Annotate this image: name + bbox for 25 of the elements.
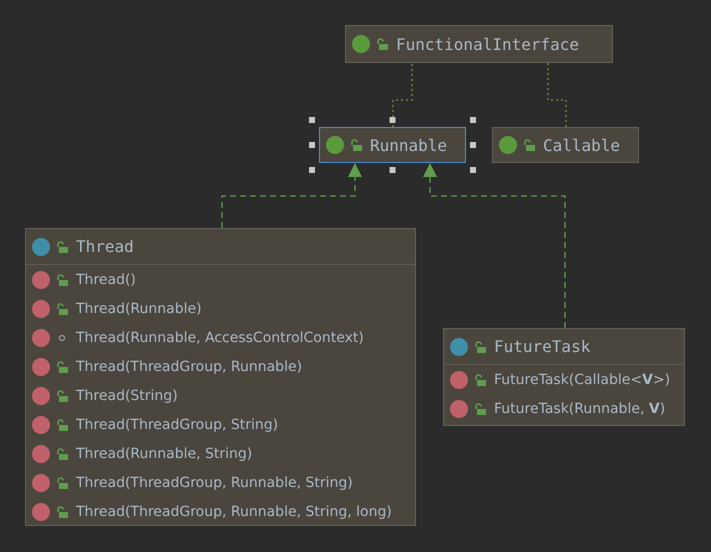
constructor-signature: Thread(ThreadGroup, String) bbox=[76, 416, 278, 432]
constructor-signature: Thread(ThreadGroup, Runnable) bbox=[76, 358, 302, 374]
class-box bbox=[443, 328, 685, 426]
constructor-signature: FutureTask(Runnable, V) bbox=[494, 400, 666, 416]
constructor-signature: Thread(String) bbox=[76, 388, 178, 404]
interface-name: Runnable bbox=[370, 136, 448, 154]
class-box bbox=[25, 228, 416, 526]
constructor-signature: Thread(Runnable, AccessControlContext) bbox=[76, 330, 364, 346]
interface-box bbox=[492, 127, 639, 163]
dependency-line bbox=[392, 63, 413, 127]
constructor-signature: Thread(Runnable) bbox=[76, 300, 202, 316]
constructor-signature: Thread() bbox=[76, 272, 136, 288]
interface-box bbox=[319, 127, 466, 163]
implements-arrow bbox=[221, 163, 362, 228]
interface-name: Callable bbox=[543, 136, 620, 154]
annotation-name: FunctionalInterface bbox=[396, 34, 580, 54]
constructor-signature: FutureTask(Callable<V>) bbox=[494, 372, 670, 388]
constructor-signature: Thread(ThreadGroup, Runnable, String) bbox=[76, 474, 353, 490]
implements-arrow bbox=[423, 163, 566, 328]
constructor-signature: Thread(Runnable, String) bbox=[76, 446, 252, 462]
dependency-line bbox=[547, 63, 567, 127]
annotation-box bbox=[345, 25, 613, 63]
class-name: FutureTask bbox=[494, 337, 590, 356]
class-name: Thread bbox=[76, 237, 134, 256]
constructor-signature: Thread(ThreadGroup, Runnable, String, long) bbox=[76, 504, 392, 520]
